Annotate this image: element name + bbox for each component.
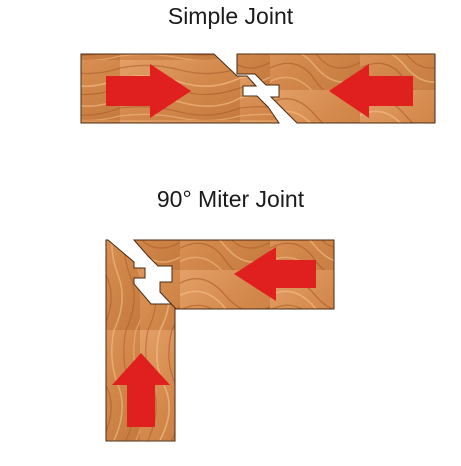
right-arrow (106, 64, 191, 118)
simple-joint-title: Simple Joint (167, 3, 294, 29)
miter-joint-diagram (105, 239, 335, 442)
vertical-board (105, 239, 176, 442)
left-arrow (329, 64, 413, 118)
miter-joint-title: 90° Miter Joint (156, 186, 305, 212)
up-arrow-miter (112, 353, 170, 427)
horizontal-board (132, 239, 335, 310)
left-arrow-miter (234, 247, 316, 301)
simple-joint-diagram (80, 53, 436, 124)
